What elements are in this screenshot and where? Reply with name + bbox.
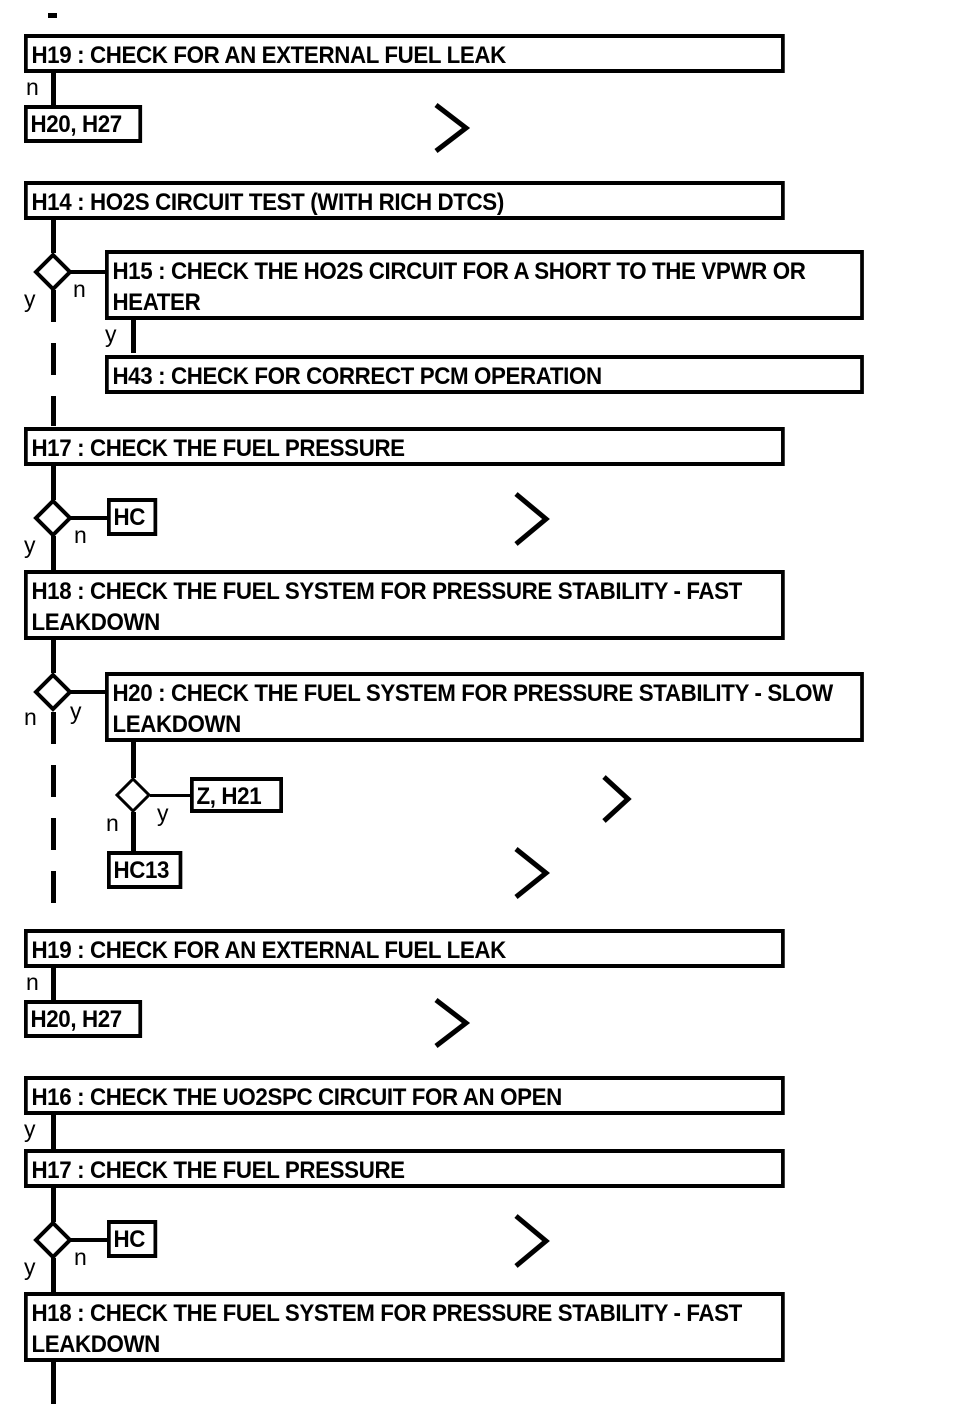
process-box-h16[interactable]: H16 : CHECK THE UO2SPC CIRCUIT FOR AN OP… (24, 1076, 785, 1115)
connector-decision5-to-hc-b (70, 1238, 107, 1242)
terminator-box-h20-h27-a[interactable]: H20, H27 (24, 105, 143, 143)
terminator-box-hc-a[interactable]: HC (107, 498, 158, 536)
decision-diamond-1[interactable] (33, 252, 73, 292)
decision-diamond-5[interactable] (33, 1220, 73, 1260)
process-box-h17-a[interactable]: H17 : CHECK THE FUEL PRESSURE (24, 427, 785, 466)
connector-decision4-to-zh21 (150, 794, 190, 797)
terminator-box-z-h21[interactable]: Z, H21 (190, 777, 283, 813)
branch-label-d3-n: n (24, 704, 37, 730)
connector-h15-to-h43 (131, 320, 136, 353)
connector-h16-to-h17b (51, 1115, 56, 1149)
chevron-right-icon (514, 492, 550, 546)
process-box-h14[interactable]: H14 : HO2S CIRCUIT TEST (WITH RICH DTCS) (24, 181, 785, 220)
connector-h19a-to-h20h27 (51, 73, 56, 107)
chevron-right-icon (514, 1214, 550, 1268)
connector-decision1-y-dashed (51, 290, 56, 426)
connector-h17b-to-decision5 (51, 1188, 56, 1222)
decision-diamond-4[interactable] (114, 776, 152, 814)
terminator-box-hc13[interactable]: HC13 (107, 851, 183, 889)
process-box-h17-b[interactable]: H17 : CHECK THE FUEL PRESSURE (24, 1149, 785, 1188)
branch-label-h19a-n: n (26, 74, 39, 100)
process-box-h18-a[interactable]: H18 : CHECK THE FUEL SYSTEM FOR PRESSURE… (24, 570, 785, 640)
connector-decision1-to-h15 (70, 270, 108, 274)
connector-h17a-to-decision2 (51, 466, 56, 500)
branch-label-d3-y: y (70, 698, 82, 724)
chevron-right-icon (434, 998, 471, 1048)
terminator-box-hc-b[interactable]: HC (107, 1220, 158, 1258)
decision-diamond-3[interactable] (33, 672, 73, 712)
process-box-h18-b[interactable]: H18 : CHECK THE FUEL SYSTEM FOR PRESSURE… (24, 1292, 785, 1362)
connector-decision2-to-hc-a (70, 516, 107, 520)
branch-label-d4-y: y (157, 800, 169, 826)
connector-h14-to-decision1 (51, 220, 56, 253)
chevron-right-icon (602, 775, 632, 823)
chevron-right-icon (514, 847, 551, 899)
branch-label-d4-n: n (106, 810, 119, 836)
process-box-h20[interactable]: H20 : CHECK THE FUEL SYSTEM FOR PRESSURE… (105, 672, 864, 742)
branch-label-h16-y: y (24, 1116, 36, 1142)
connector-decision5-y-to-h18b (51, 1258, 56, 1293)
connector-decision4-n-to-hc13 (131, 812, 136, 852)
branch-label-d1-y: y (24, 286, 36, 312)
terminator-box-h20-h27-b[interactable]: H20, H27 (24, 1000, 143, 1038)
branch-label-d1-n: n (73, 276, 86, 302)
process-box-h15[interactable]: H15 : CHECK THE HO2S CIRCUIT FOR A SHORT… (105, 250, 864, 320)
connector-h18a-to-decision3 (51, 640, 56, 673)
branch-label-d5-y: y (24, 1254, 36, 1280)
branch-label-d2-n: n (74, 522, 87, 548)
connector-decision2-y-to-h18a (51, 536, 56, 571)
process-box-h19-b[interactable]: H19 : CHECK FOR AN EXTERNAL FUEL LEAK (24, 929, 785, 968)
process-box-h19-a[interactable]: H19 : CHECK FOR AN EXTERNAL FUEL LEAK (24, 34, 785, 73)
branch-label-h15-y: y (105, 321, 117, 347)
decision-diamond-2[interactable] (33, 498, 73, 538)
branch-label-d2-y: y (24, 532, 36, 558)
connector-decision3-to-h20 (70, 690, 108, 694)
chevron-right-icon (434, 103, 471, 153)
connector-decision3-n-dashed (51, 712, 56, 924)
connector-h20-to-decision4 (131, 742, 136, 778)
process-box-h43[interactable]: H43 : CHECK FOR CORRECT PCM OPERATION (105, 355, 864, 394)
branch-label-h19b-n: n (26, 969, 39, 995)
branch-label-d5-n: n (74, 1244, 87, 1270)
connector-h19b-to-h20h27 (51, 968, 56, 1002)
connector-h18b-outgoing (51, 1362, 56, 1404)
tick-mark-icon (48, 13, 57, 18)
